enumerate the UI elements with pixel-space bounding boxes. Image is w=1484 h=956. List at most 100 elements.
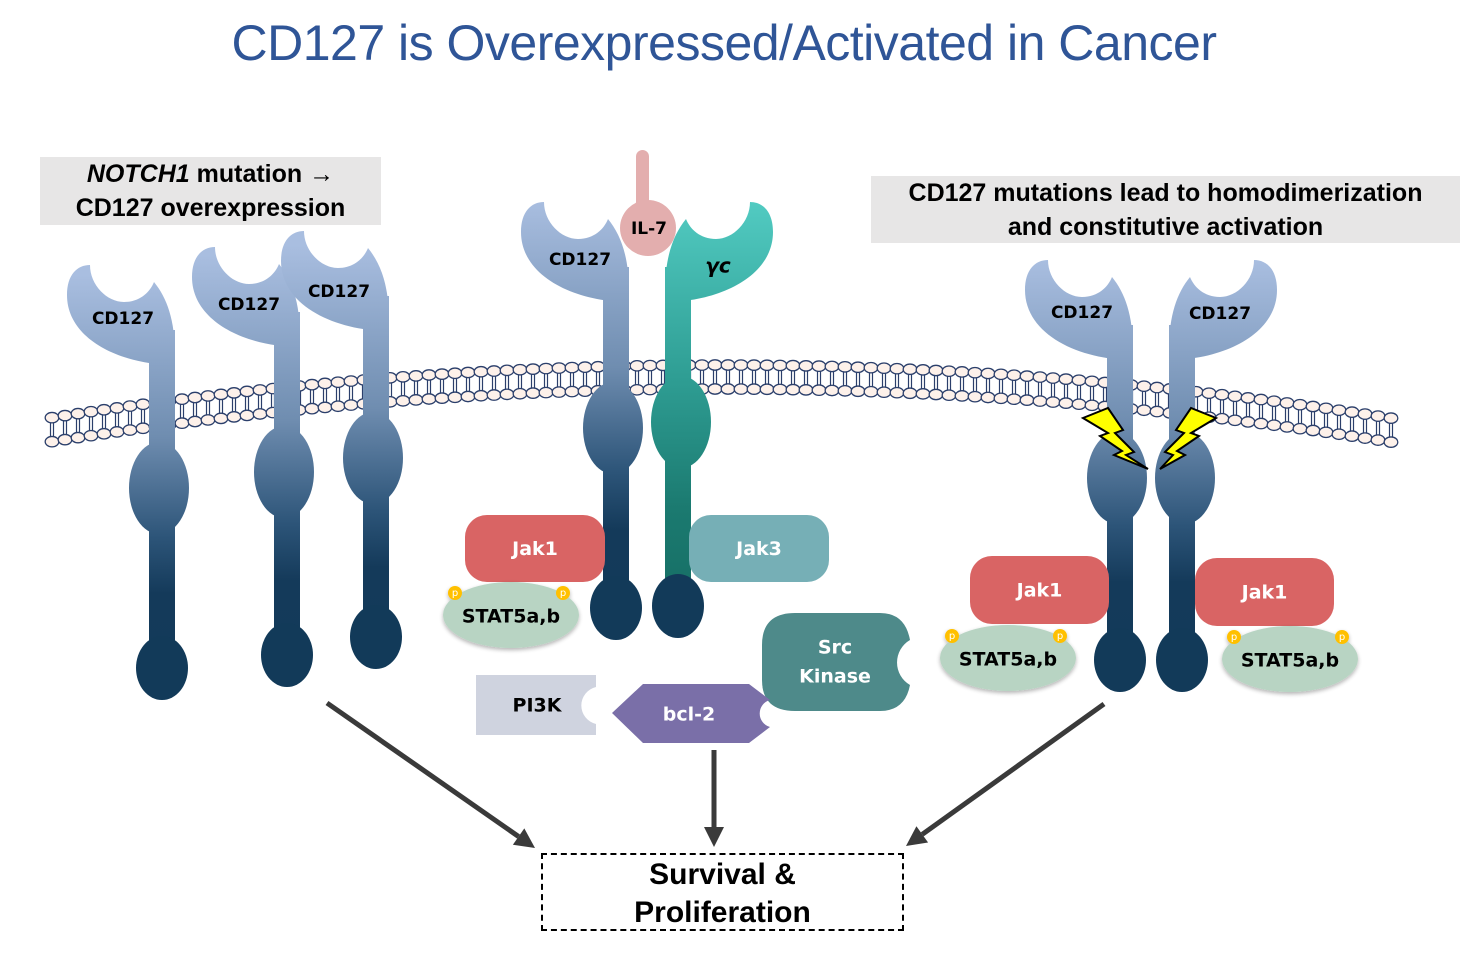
arrow-left-to-outcome: [325, 700, 535, 848]
lipid-head: [1279, 397, 1295, 409]
lipid-head: [330, 376, 346, 389]
lipid-head: [1201, 387, 1217, 400]
receptor-tail-knob: [1156, 628, 1208, 692]
phosphate-label: p: [1339, 632, 1345, 643]
cd127-label: CD127: [308, 282, 370, 302]
jak1-center-label: Jak1: [510, 538, 558, 560]
callout-left-line1: NOTCH1 mutation →: [40, 157, 381, 191]
lipid-head: [954, 390, 970, 402]
lipid: [577, 361, 593, 398]
phosphate-icon: p: [1335, 630, 1349, 644]
lipid-head: [915, 364, 931, 376]
lipid-head: [343, 375, 359, 387]
receptor-body: [651, 376, 711, 468]
lipid-head: [200, 414, 216, 426]
lipid: [1227, 390, 1243, 427]
jak1-right-2-shape: [1195, 558, 1334, 626]
lipid-head: [239, 409, 255, 422]
cd127-receptor-center: [521, 202, 643, 640]
lipid-head: [863, 385, 879, 398]
receptor-head: [665, 202, 773, 302]
jak1-center-shape: [465, 515, 605, 582]
receptor-tail-knob: [261, 623, 313, 687]
cd127-receptor-left-2: [192, 247, 314, 687]
lipid-head: [1240, 392, 1256, 404]
lipid-head: [1318, 402, 1334, 415]
lipid-head: [213, 412, 229, 425]
receptor-head: [1169, 260, 1277, 360]
receptor-head: [1025, 260, 1133, 360]
lipid: [330, 376, 346, 413]
lipid: [135, 398, 151, 435]
lipid: [1149, 381, 1165, 418]
lipid-head: [759, 383, 775, 396]
lipid-head: [304, 378, 320, 391]
lipid-head: [1019, 394, 1035, 406]
lipid: [83, 405, 99, 442]
lipid-head: [785, 383, 801, 396]
notch1-callout: NOTCH1 mutation → CD127 overexpression: [40, 157, 381, 225]
lipid: [915, 364, 931, 400]
lipid-head: [577, 361, 593, 374]
jak3-center-label: Jak3: [734, 538, 782, 560]
lipid-head: [1006, 393, 1022, 406]
arrow-line: [325, 700, 521, 839]
lipid-head: [746, 359, 762, 371]
stat-shape: [940, 625, 1076, 691]
receptor-body: [583, 382, 643, 474]
arrow-head: [512, 828, 535, 848]
lipid-head: [252, 384, 268, 396]
lipid: [239, 385, 255, 422]
il7-head: [620, 200, 676, 256]
lipid: [967, 366, 983, 403]
lipid-head: [1136, 404, 1152, 417]
lipid-head: [1344, 430, 1360, 442]
lipid: [863, 361, 879, 398]
lipid-head: [1227, 390, 1243, 403]
lipid-head: [1032, 395, 1048, 407]
phosphate-icon: p: [448, 586, 462, 600]
lipid-head: [772, 359, 788, 372]
lipid-head: [213, 388, 229, 401]
lipid: [304, 378, 320, 415]
lipid-head: [811, 360, 827, 373]
lipid-head: [96, 403, 112, 416]
stat-label: STAT5a,b: [1241, 650, 1339, 672]
lipid-head: [1266, 395, 1282, 408]
lipid: [707, 359, 723, 395]
lipid: [629, 359, 645, 396]
lipid: [538, 362, 554, 399]
lipid-head: [122, 400, 138, 412]
callout-right-line1: CD127 mutations lead to homodimerization: [908, 179, 1423, 207]
phosphate-icon: p: [556, 586, 570, 600]
lipid: [109, 402, 125, 438]
jak1-right-2-label: Jak1: [1240, 582, 1288, 604]
lipid: [1279, 397, 1295, 433]
lipid-head: [44, 411, 60, 424]
lipid-head: [1071, 374, 1087, 387]
lipid-head: [824, 360, 840, 373]
lipid: [187, 391, 203, 428]
lipid-head: [954, 366, 970, 378]
lipid-head: [1357, 432, 1373, 444]
lipid-head: [1305, 400, 1321, 413]
lipid: [434, 368, 450, 404]
lipid: [850, 361, 866, 398]
lipid: [226, 387, 242, 423]
phosphate-dot: [1335, 630, 1349, 644]
lipid-head: [733, 359, 749, 371]
lipid-head: [1058, 373, 1074, 385]
src-kinase-label-line1: Src: [818, 637, 852, 659]
receptor-head: [192, 247, 300, 347]
lipid: [824, 360, 840, 397]
il7-label: IL-7: [631, 219, 667, 239]
lipid-head: [1279, 421, 1295, 433]
lipid-head: [1318, 426, 1334, 439]
lipid-head: [447, 391, 463, 404]
lipid-head: [590, 360, 606, 373]
lipid-head: [1058, 397, 1074, 409]
lipid: [954, 366, 970, 402]
lipid-head: [1370, 410, 1386, 422]
pi3k: PI3K: [476, 675, 596, 735]
